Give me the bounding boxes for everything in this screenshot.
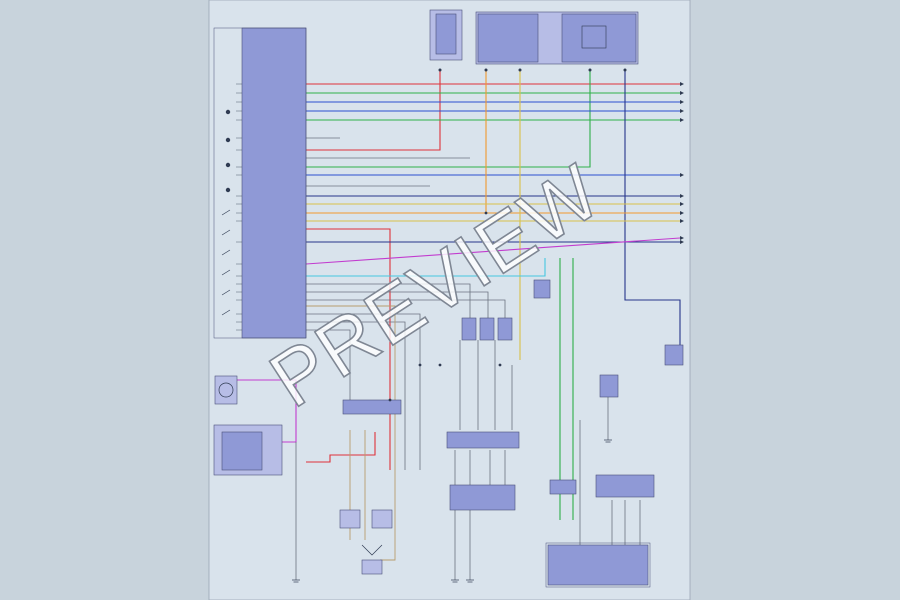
magenta-wires xyxy=(237,237,681,443)
blue-wires xyxy=(306,101,680,176)
top-fuse-block xyxy=(475,11,639,72)
green-wires xyxy=(306,70,680,520)
splice-dots xyxy=(388,211,502,402)
blower-motor xyxy=(214,375,238,405)
pressure-switch xyxy=(664,344,684,366)
top-left-fuse xyxy=(429,9,463,72)
red-wires xyxy=(306,70,680,470)
blower-motor-control-processor xyxy=(213,424,283,476)
right-terminal-arrows xyxy=(680,82,684,244)
powertrain-control-module xyxy=(545,542,651,588)
compressor-clutch xyxy=(599,374,619,398)
connector-blocks xyxy=(342,399,655,511)
hvac-control-module xyxy=(213,27,307,339)
yellow-wires xyxy=(306,70,680,360)
lower-sensors xyxy=(339,509,393,575)
ground-symbols xyxy=(292,439,612,583)
cyan-wires xyxy=(306,258,546,277)
temperature-sensors xyxy=(461,279,551,341)
grey-wires xyxy=(295,137,641,580)
